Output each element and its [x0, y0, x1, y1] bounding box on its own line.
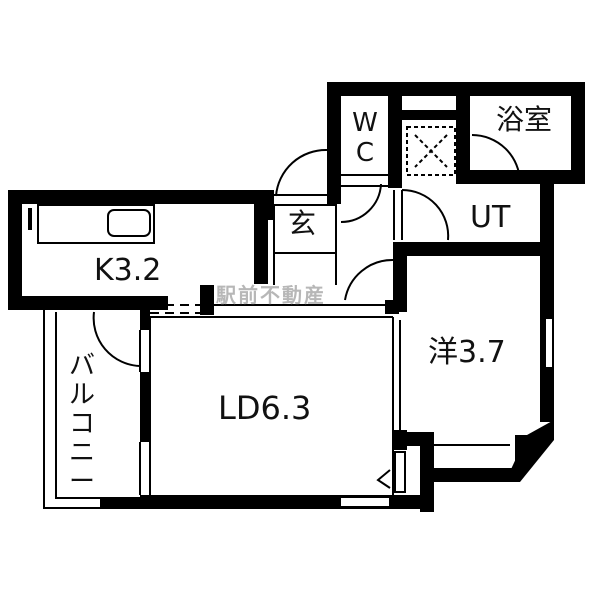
room-label-living-dining: LD6.3 — [218, 389, 312, 427]
room-label-entrance: 玄 — [288, 207, 317, 240]
room-label-balcony: バルコニー — [68, 351, 95, 497]
room-label-kitchen: K3.2 — [94, 253, 162, 288]
room-label-bathroom: 浴室 — [496, 103, 553, 136]
thin-lines — [28, 134, 554, 509]
kitchen-opening — [150, 304, 200, 314]
room-label-western-room: 洋3.7 — [428, 335, 506, 370]
washer-space — [406, 126, 456, 176]
watermark: 駅前不動産 — [216, 283, 326, 307]
room-label-toilet: WC — [352, 108, 378, 168]
room-label-utility: UT — [470, 200, 511, 235]
